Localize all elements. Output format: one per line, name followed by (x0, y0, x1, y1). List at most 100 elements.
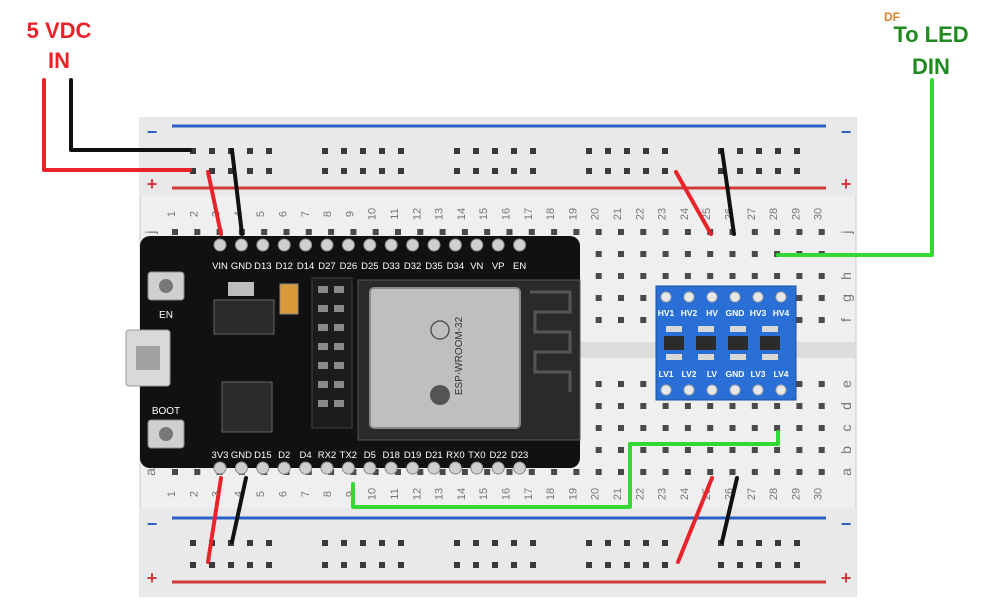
column-number-bottom: 29 (790, 488, 802, 500)
esp32-pin-bottom (427, 461, 441, 475)
column-number-top: 28 (768, 208, 780, 220)
grid-hole (618, 251, 624, 257)
wifi-module-shield (369, 287, 521, 429)
row-letter: j (142, 230, 158, 234)
esp32-pin-label-bottom: D4 (300, 450, 312, 461)
esp32-pin-top (406, 238, 420, 252)
rail-hole (775, 148, 781, 154)
grid-hole (729, 403, 736, 409)
column-number-bottom: 18 (545, 488, 557, 500)
esp32-pin-label-bottom: D5 (364, 450, 376, 461)
column-number-bottom: 7 (300, 491, 312, 497)
rail-hole (643, 562, 649, 568)
column-number-top: 17 (523, 208, 535, 220)
esp32-pin-bottom (277, 461, 291, 475)
esp32-pin-label-top: D25 (361, 261, 378, 272)
grid-hole (595, 425, 602, 431)
esp32-pin-bottom (448, 461, 462, 475)
column-number-bottom: 15 (478, 488, 490, 500)
led-label-line2: DIN (912, 54, 950, 79)
hv-ground-jumper (720, 148, 736, 236)
grid-hole (684, 425, 691, 431)
rail-hole (266, 562, 272, 568)
grid-hole (283, 229, 290, 235)
grid-hole (818, 469, 825, 475)
shifter-label-bottom: LV1 (659, 369, 674, 379)
esp32-pin-bottom (491, 461, 505, 475)
resistor (762, 354, 778, 360)
column-number-bottom: 17 (523, 488, 535, 500)
grid-hole (395, 469, 401, 475)
rail-hole (662, 562, 668, 568)
rail-hole (492, 168, 498, 174)
grid-hole (662, 403, 669, 409)
rail-hole (775, 562, 781, 568)
rail-hole (530, 168, 536, 174)
grid-hole (796, 425, 803, 431)
grid-hole (684, 229, 691, 235)
row-letter: e (838, 380, 854, 388)
grid-hole (707, 403, 714, 409)
shifter-pin-top (660, 291, 672, 303)
column-number-top: 8 (322, 211, 334, 217)
rail-hole (756, 148, 762, 154)
boot-button-knob (159, 427, 173, 441)
power-input-wire (42, 78, 192, 172)
esp32-pin-top (448, 238, 462, 252)
column-number-bottom: 20 (590, 488, 602, 500)
grid-hole (618, 447, 624, 453)
shifter-label-top: HV (706, 308, 718, 318)
grid-hole (729, 425, 736, 431)
led-label-line1: To LED (893, 22, 969, 47)
grid-hole (729, 273, 736, 279)
grid-hole (662, 447, 669, 453)
rail-hole (586, 562, 592, 568)
esp32-pin-top (213, 238, 227, 252)
esp32-pin-top (256, 238, 270, 252)
smd-component (334, 381, 344, 388)
grid-hole (818, 229, 825, 235)
esp32-pin-label-top: GND (231, 261, 252, 272)
rail-hole (756, 562, 762, 568)
rail-hole (530, 148, 536, 154)
rail-hole (643, 168, 649, 174)
column-number-top: 1 (166, 211, 178, 217)
grid-hole (796, 317, 803, 323)
rail-plus-symbol: + (147, 568, 158, 588)
esp32-pin-top (384, 238, 398, 252)
grid-hole (595, 251, 602, 257)
rail-hole (794, 168, 800, 174)
grid-hole (774, 469, 781, 475)
esp32-pin-top (299, 238, 313, 252)
esp32-pin-label-top: EN (513, 261, 526, 272)
rail-hole (794, 540, 800, 546)
row-letter: c (838, 425, 854, 432)
vin-jumper-wire (206, 170, 223, 236)
column-number-bottom: 2 (188, 491, 200, 497)
rail-hole (737, 148, 743, 154)
esp32-pin-label-top: D14 (297, 261, 314, 272)
shifter-label-top: HV2 (681, 308, 698, 318)
boot-button-label: BOOT (152, 406, 180, 417)
rail-hole (266, 168, 272, 174)
shifter-pin-top (752, 291, 764, 303)
gnd-jumper-wire (230, 148, 244, 236)
column-number-top: 27 (746, 208, 758, 220)
rail-hole (190, 540, 196, 546)
rail-hole (530, 562, 536, 568)
grid-hole (551, 469, 558, 475)
top-power-rail-area (140, 118, 856, 196)
rail-hole (360, 168, 366, 174)
shifter-label-top: HV1 (658, 308, 675, 318)
column-number-bottom: 30 (813, 488, 825, 500)
grid-hole (818, 403, 825, 409)
rail-hole (662, 540, 668, 546)
antenna-trace (530, 290, 572, 392)
shifter-pin-top (775, 291, 787, 303)
rail-hole (605, 168, 611, 174)
rail-hole (454, 540, 460, 546)
grid-hole (484, 469, 491, 475)
esp32-pin-top (320, 238, 334, 252)
shifter-pin-bottom (729, 384, 741, 396)
